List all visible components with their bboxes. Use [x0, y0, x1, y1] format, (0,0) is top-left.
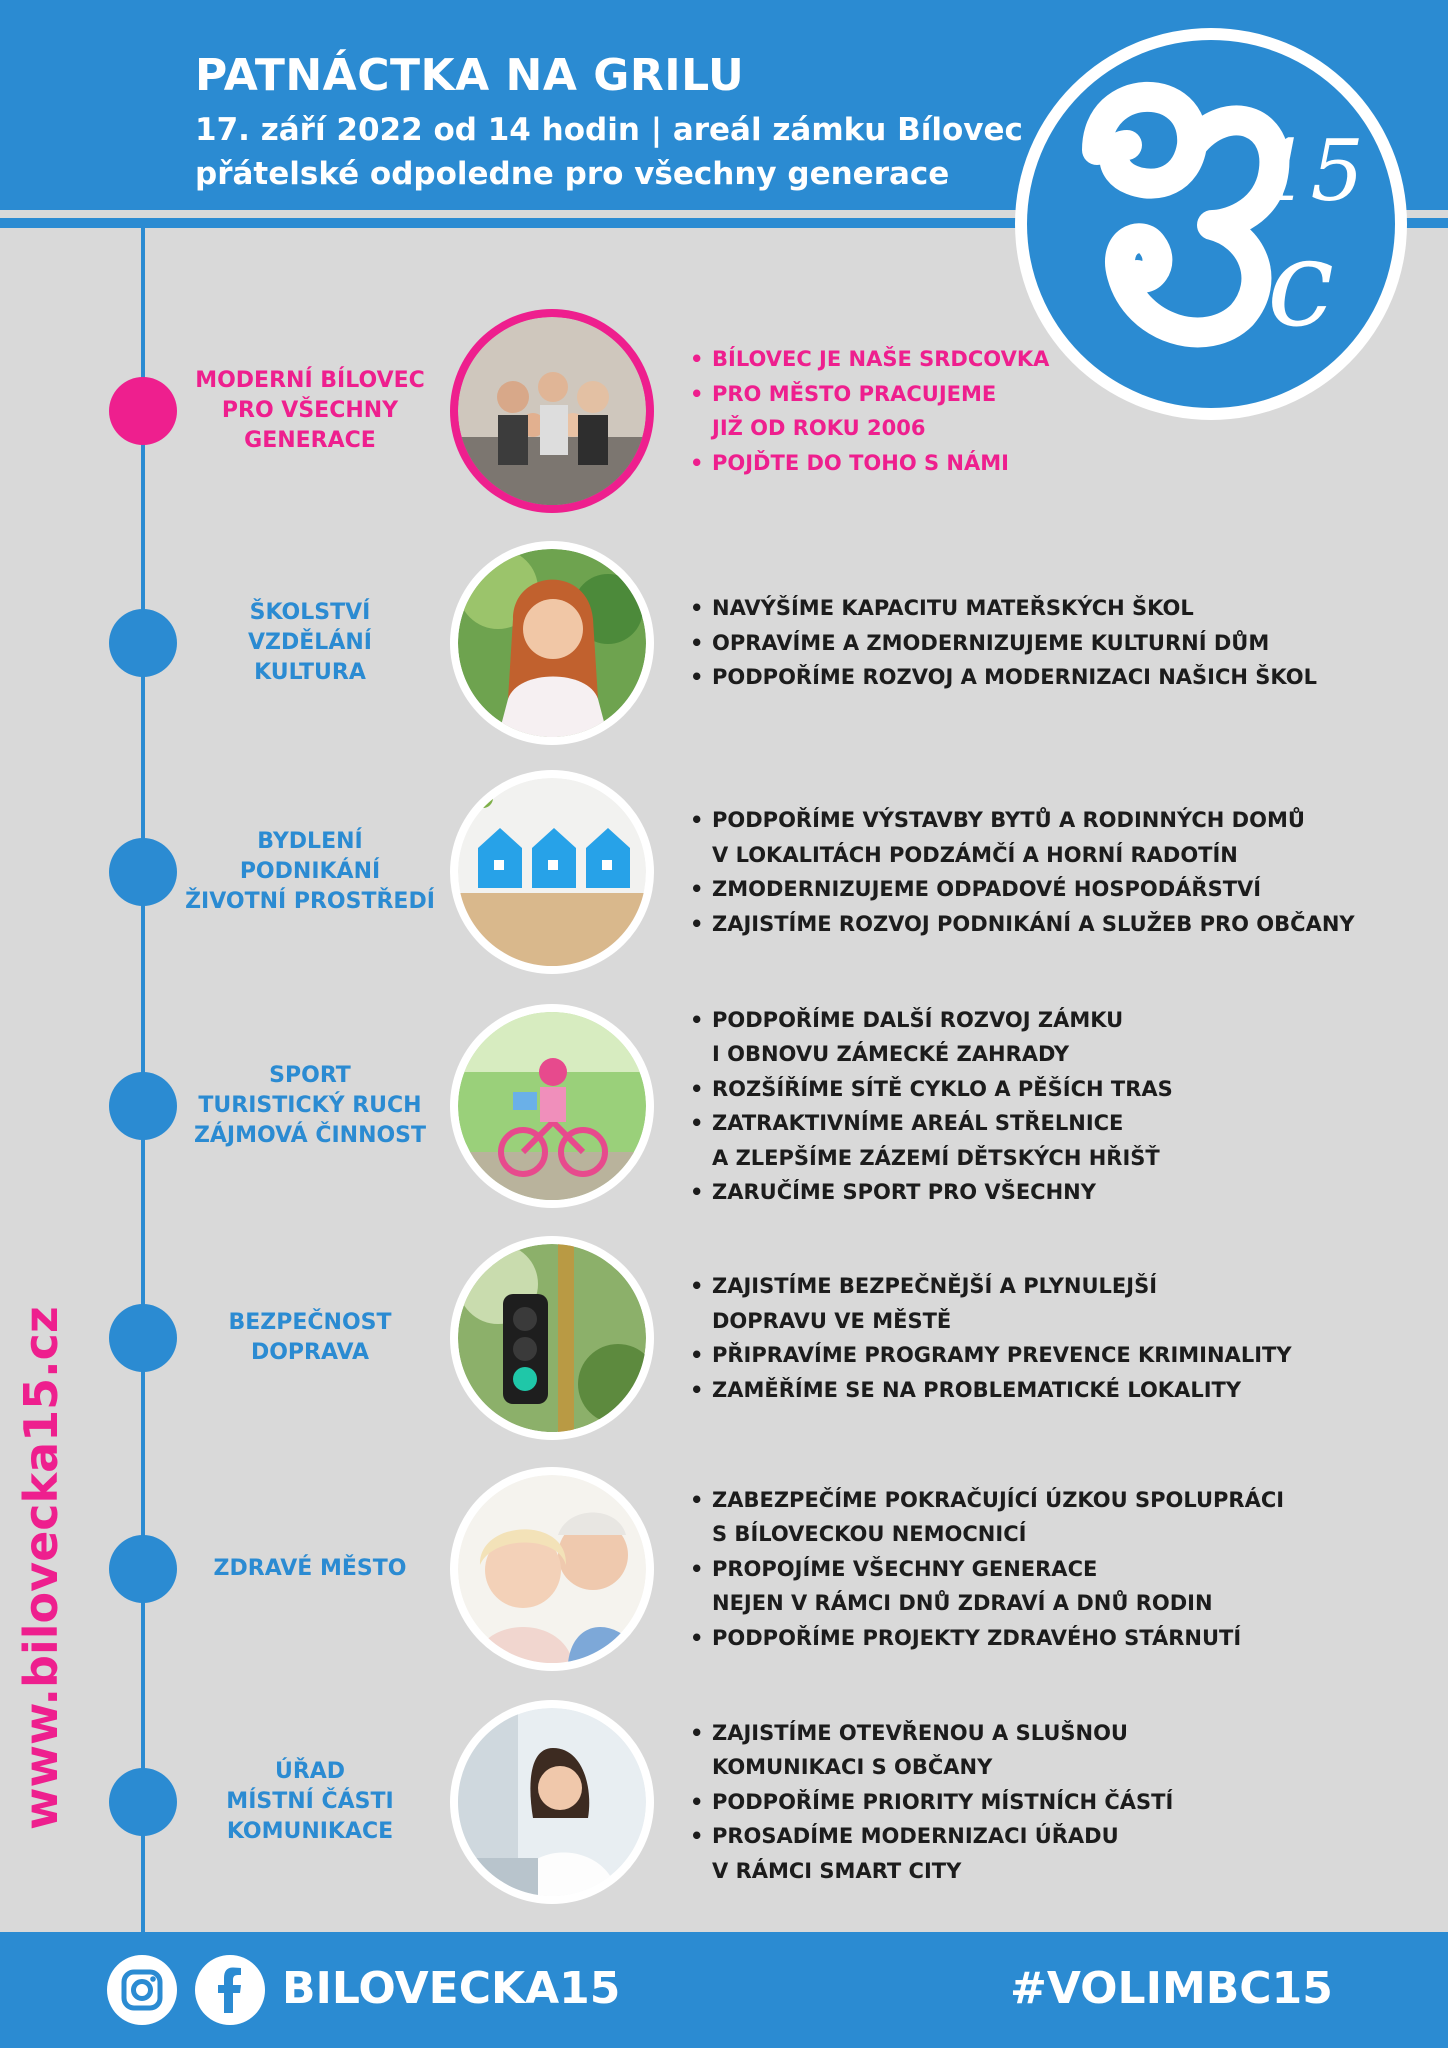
section-category: MODERNÍ BÍLOVEC PRO VŠECHNY GENERACE [195, 368, 425, 453]
section-bullets: BÍLOVEC JE NAŠE SRDCOVKAPRO MĚSTO PRACUJ… [690, 342, 1380, 480]
instagram-icon[interactable] [107, 1955, 177, 2025]
bullet-item: PROSADÍME MODERNIZACI ÚŘADU V RÁMCI SMAR… [690, 1819, 1380, 1888]
bicycle-photo [450, 1004, 654, 1208]
bullet-item: ZATRAKTIVNÍME AREÁL STŘELNICE A ZLEPŠÍME… [690, 1106, 1380, 1175]
timeline-dot [109, 1304, 177, 1372]
section-bullets: ZABEZPEČÍME POKRAČUJÍCÍ ÚZKOU SPOLUPRÁCI… [690, 1483, 1380, 1656]
section-category: ÚŘAD MÍSTNÍ ČÁSTI KOMUNIKACE [226, 1759, 394, 1844]
bullet-item: PROPOJÍME VŠECHNY GENERACE NEJEN V RÁMCI… [690, 1552, 1380, 1621]
bullet-item: ROZŠÍŘÍME SÍTĚ CYKLO A PĚŠÍCH TRAS [690, 1072, 1380, 1107]
bullet-item: PODPOŘÍME ROZVOJ A MODERNIZACI NAŠICH ŠK… [690, 660, 1380, 695]
girl-photo [450, 541, 654, 745]
bullet-item: POJĎTE DO TOHO S NÁMI [690, 446, 1380, 481]
bullet-item: BÍLOVEC JE NAŠE SRDCOVKA [690, 342, 1380, 377]
family-photo [450, 309, 654, 513]
bullet-item: ZAJISTÍME ROZVOJ PODNIKÁNÍ A SLUŽEB PRO … [690, 907, 1380, 942]
header-divider [0, 218, 1448, 228]
section-bullets: ZAJISTÍME OTEVŘENOU A SLUŠNOU KOMUNIKACI… [690, 1716, 1380, 1889]
bullet-item: ZAJISTÍME BEZPEČNĚJŠÍ A PLYNULEJŠÍ DOPRA… [690, 1269, 1380, 1338]
social-handle[interactable]: BILOVECKA15 [282, 1963, 621, 2014]
bullet-item: ZMODERNIZUJEME ODPADOVÉ HOSPODÁŘSTVÍ [690, 872, 1380, 907]
section-bullets: PODPOŘÍME DALŠÍ ROZVOJ ZÁMKU I OBNOVU ZÁ… [690, 1003, 1380, 1210]
section-bullets: PODPOŘÍME VÝSTAVBY BYTŮ A RODINNÝCH DOMŮ… [690, 803, 1380, 941]
bullet-item: PODPOŘÍME VÝSTAVBY BYTŮ A RODINNÝCH DOMŮ… [690, 803, 1380, 872]
website-url[interactable]: www.bilovecka15.cz [14, 1306, 68, 1830]
bullet-item: PODPOŘÍME PRIORITY MÍSTNÍCH ČÁSTÍ [690, 1785, 1380, 1820]
bullet-item: NAVÝŠÍME KAPACITU MATEŘSKÝCH ŠKOL [690, 591, 1380, 626]
section-bullets: ZAJISTÍME BEZPEČNĚJŠÍ A PLYNULEJŠÍ DOPRA… [690, 1269, 1380, 1407]
bc15-logo: 15 c [1082, 81, 1364, 354]
campaign-hashtag: #VOLIMBC15 [1010, 1963, 1333, 2014]
seniors-photo [450, 1467, 654, 1671]
logo-letter-c: c [1267, 215, 1334, 354]
event-description: přátelské odpoledne pro všechny generace [195, 156, 950, 192]
timeline-dot [109, 1535, 177, 1603]
section-category: SPORT TURISTICKÝ RUCH ZÁJMOVÁ ČINNOST [193, 1063, 427, 1148]
event-date-location: 17. září 2022 od 14 hodin | areál zámku … [195, 112, 1023, 148]
houses-photo [450, 770, 654, 974]
section-category: ZDRAVÉ MĚSTO [213, 1556, 407, 1581]
timeline-dot [109, 609, 177, 677]
page-title: PATNÁCTKA NA GRILU [195, 50, 745, 101]
logo-heart-b-mark [1082, 81, 1290, 348]
section-category: ŠKOLSTVÍ VZDĚLÁNÍ KULTURA [248, 600, 372, 685]
logo-number: 15 [1257, 122, 1364, 220]
timeline-dot [109, 377, 177, 445]
bullet-item: OPRAVÍME A ZMODERNIZUJEME KULTURNÍ DŮM [690, 626, 1380, 661]
bullet-item: PODPOŘÍME DALŠÍ ROZVOJ ZÁMKU I OBNOVU ZÁ… [690, 1003, 1380, 1072]
bullet-item: PŘIPRAVÍME PROGRAMY PREVENCE KRIMINALITY [690, 1338, 1380, 1373]
timeline-dot [109, 838, 177, 906]
bullet-item: ZABEZPEČÍME POKRAČUJÍCÍ ÚZKOU SPOLUPRÁCI… [690, 1483, 1380, 1552]
bullet-item: PODPOŘÍME PROJEKTY ZDRAVÉHO STÁRNUTÍ [690, 1621, 1380, 1656]
timeline-dot [109, 1072, 177, 1140]
section-bullets: NAVÝŠÍME KAPACITU MATEŘSKÝCH ŠKOLOPRAVÍM… [690, 591, 1380, 695]
bullet-item: ZARUČÍME SPORT PRO VŠECHNY [690, 1175, 1380, 1210]
bullet-item: ZAMĚŘÍME SE NA PROBLEMATICKÉ LOKALITY [690, 1373, 1380, 1408]
section-category: BEZPEČNOST DOPRAVA [228, 1310, 392, 1365]
bullet-item: ZAJISTÍME OTEVŘENOU A SLUŠNOU KOMUNIKACI… [690, 1716, 1380, 1785]
office-woman-photo [450, 1700, 654, 1904]
traffic-light-photo [450, 1236, 654, 1440]
facebook-icon[interactable] [195, 1955, 265, 2025]
section-category: BYDLENÍ PODNIKÁNÍ ŽIVOTNÍ PROSTŘEDÍ [185, 829, 435, 914]
bullet-item: PRO MĚSTO PRACUJEME JIŽ OD ROKU 2006 [690, 377, 1380, 446]
timeline-dot [109, 1768, 177, 1836]
